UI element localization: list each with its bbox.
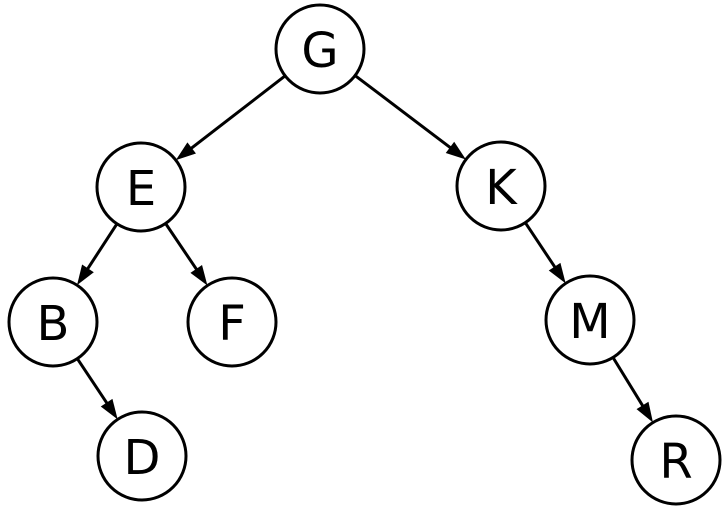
node-label-G: G (301, 23, 338, 79)
edge-line-M-R (611, 356, 645, 408)
arrowhead-icon (175, 142, 196, 161)
edge-G-K (354, 74, 466, 160)
arrowhead-icon (548, 262, 566, 284)
arrowhead-icon (77, 264, 94, 286)
node-circle-M (544, 274, 636, 366)
edge-line-E-B (85, 223, 119, 271)
node-D: D (96, 410, 188, 502)
edge-line-G-E (189, 74, 287, 151)
node-circle-G (274, 3, 366, 95)
arrowhead-icon (100, 398, 118, 420)
edge-line-B-D (76, 357, 109, 406)
edge-E-B (77, 223, 119, 286)
edge-B-D (76, 357, 118, 420)
node-circle-B (7, 276, 99, 368)
node-circle-R (630, 414, 722, 506)
edge-line-G-K (354, 74, 453, 150)
node-label-D: D (124, 430, 161, 486)
node-label-K: K (485, 160, 518, 216)
node-circle-E (95, 141, 187, 233)
node-E: E (95, 141, 187, 233)
arrowhead-icon (636, 401, 653, 423)
node-label-M: M (569, 294, 610, 350)
edge-G-E (175, 74, 287, 161)
node-label-B: B (37, 296, 70, 352)
edge-M-R (611, 356, 653, 423)
arrowhead-icon (190, 265, 208, 286)
node-F: F (186, 276, 278, 368)
node-B: B (7, 276, 99, 368)
arrowhead-icon (445, 141, 466, 160)
edge-K-M (524, 221, 566, 284)
node-G: G (274, 3, 366, 95)
edge-E-F (164, 222, 208, 286)
node-M: M (544, 274, 636, 366)
node-circle-F (186, 276, 278, 368)
node-circle-D (96, 410, 188, 502)
node-circle-K (455, 140, 547, 232)
node-label-E: E (126, 161, 156, 217)
node-label-R: R (659, 434, 692, 490)
node-label-F: F (218, 296, 246, 352)
node-R: R (630, 414, 722, 506)
edge-line-K-M (524, 221, 557, 270)
node-K: K (455, 140, 547, 232)
edge-line-E-F (164, 222, 199, 272)
